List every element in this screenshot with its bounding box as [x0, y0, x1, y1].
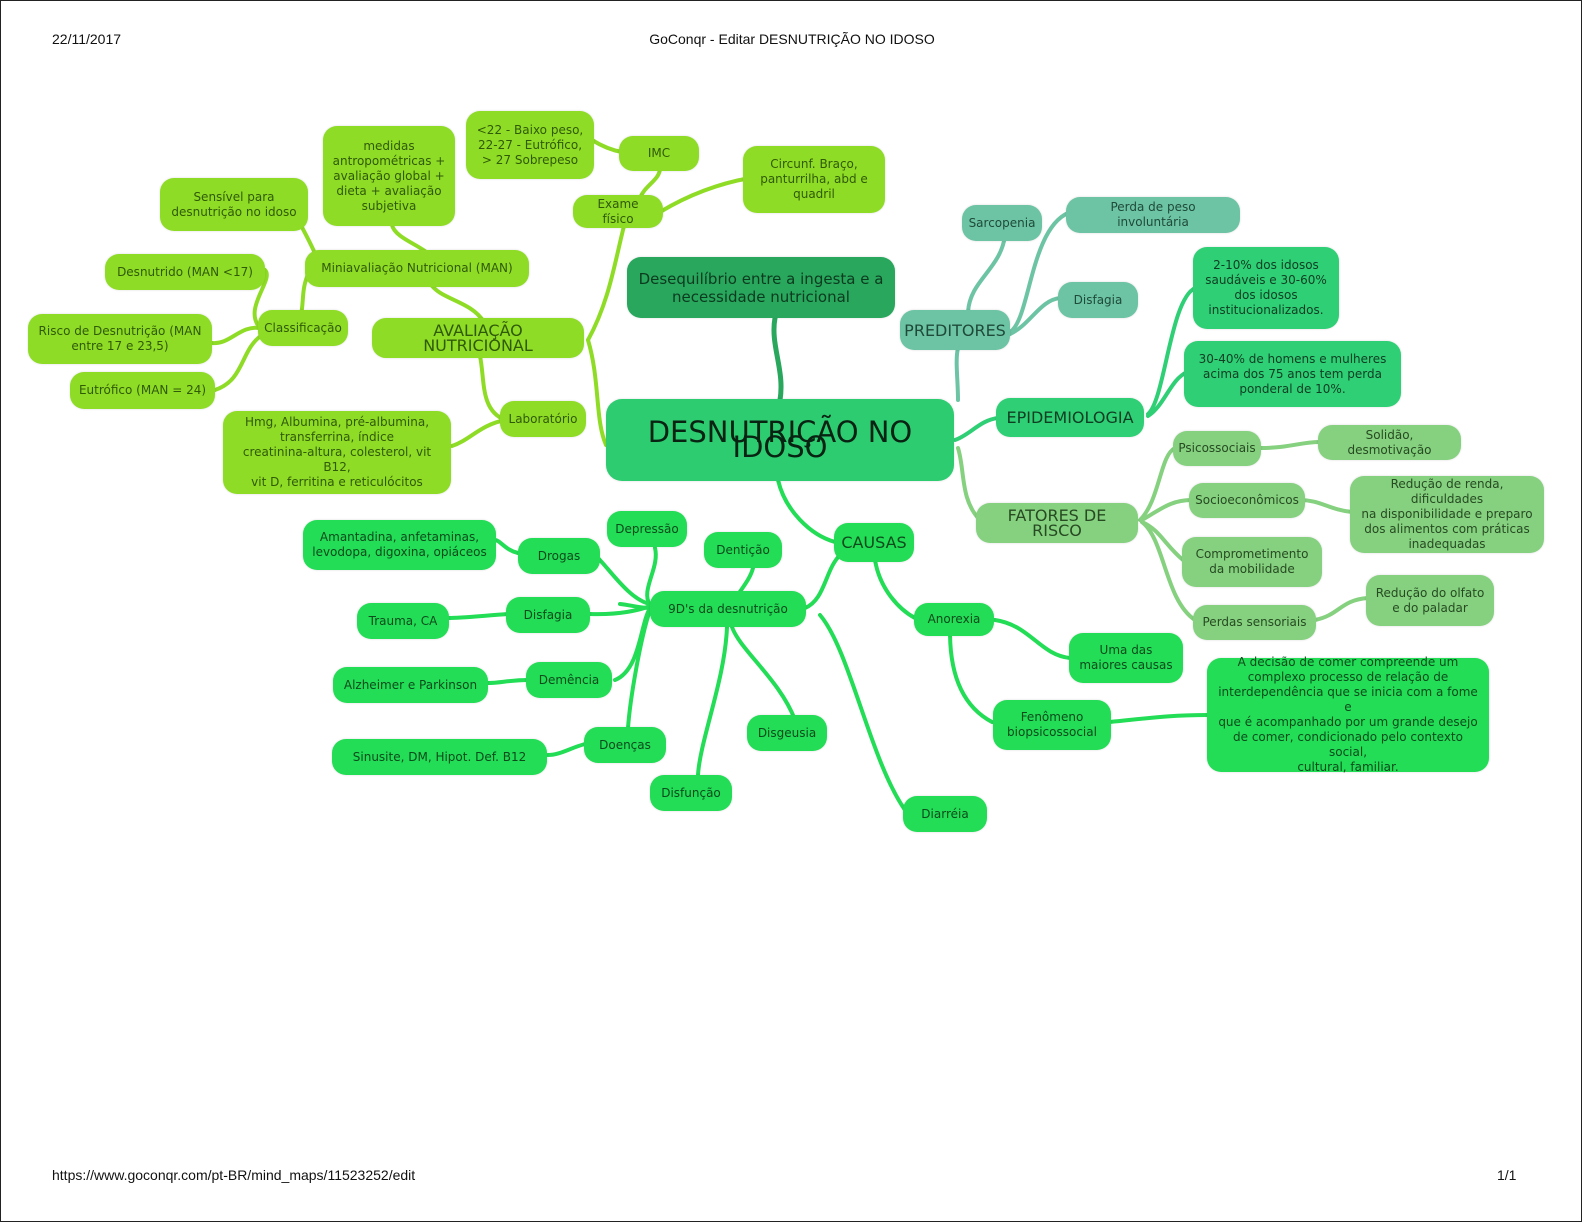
- sarcopenia-node[interactable]: Sarcopenia: [962, 205, 1042, 241]
- fenomeno-desc-node[interactable]: A decisão de comer compreende um complex…: [1207, 655, 1489, 774]
- demencia-node[interactable]: Demência: [526, 662, 612, 698]
- preditores-node[interactable]: PREDITORES: [900, 310, 1010, 350]
- socioeconomicos-node[interactable]: Socioeconômicos: [1189, 483, 1305, 518]
- depressao-node[interactable]: Depressão: [607, 511, 687, 547]
- socioeconomicos-desc-node[interactable]: Redução de renda, dificuldades na dispon…: [1350, 476, 1544, 553]
- disgeusia-node[interactable]: Disgeusia: [747, 715, 827, 751]
- solidao-node[interactable]: Solidão, desmotivação: [1318, 425, 1461, 460]
- drogas-node[interactable]: Drogas: [518, 538, 600, 574]
- denticao-node[interactable]: Dentição: [704, 532, 782, 568]
- exame-fisico-node[interactable]: Exame físico: [573, 195, 663, 228]
- epidemiologia-idosos-node[interactable]: 2-10% dos idosos saudáveis e 30-60% dos …: [1193, 247, 1339, 329]
- man-description-node[interactable]: medidas antropométricas + avaliação glob…: [323, 126, 455, 226]
- perda-peso-node[interactable]: Perda de peso involuntária: [1066, 197, 1240, 233]
- central-topic[interactable]: DESNUTRIÇÃO NO IDOSO: [606, 399, 954, 481]
- eutrofico-node[interactable]: Eutrófico (MAN = 24): [70, 372, 215, 409]
- sensivel-node[interactable]: Sensível para desnutrição no idoso: [160, 178, 308, 231]
- nove-ds-node[interactable]: 9D's da desnutrição: [650, 591, 806, 627]
- page-number: 1/1: [1497, 1167, 1517, 1183]
- anorexia-node[interactable]: Anorexia: [914, 603, 994, 636]
- imc-values-node[interactable]: <22 - Baixo peso, 22-27 - Eutrófico, > 2…: [466, 111, 594, 179]
- psicossociais-node[interactable]: Psicossociais: [1173, 431, 1261, 466]
- olfato-paladar-node[interactable]: Redução do olfato e do paladar: [1366, 575, 1494, 626]
- print-url: https://www.goconqr.com/pt-BR/mind_maps/…: [52, 1167, 416, 1183]
- definition-node[interactable]: Desequilíbrio entre a ingesta e a necess…: [627, 257, 895, 318]
- alzheimer-parkinson-node[interactable]: Alzheimer e Parkinson: [333, 667, 488, 703]
- classificacao-node[interactable]: Classificação: [258, 310, 348, 346]
- imc-node[interactable]: IMC: [619, 136, 699, 171]
- man-node[interactable]: Miniavaliação Nutricional (MAN): [305, 250, 529, 287]
- drogas-desc-node[interactable]: Amantadina, anfetaminas, levodopa, digox…: [303, 520, 496, 570]
- diarreia-node[interactable]: Diarréia: [903, 796, 987, 832]
- mobilidade-node[interactable]: Comprometimento da mobilidade: [1182, 537, 1322, 587]
- fenomeno-biopsicossocial-node[interactable]: Fenômeno biopsicossocial: [993, 700, 1111, 750]
- print-title: GoConqr - Editar DESNUTRIÇÃO NO IDOSO: [649, 31, 935, 47]
- fatores-risco-node[interactable]: FATORES DE RISCO: [976, 503, 1138, 543]
- doencas-desc-node[interactable]: Sinusite, DM, Hipot. Def. B12: [332, 739, 547, 775]
- laboratorio-exames-node[interactable]: Hmg, Albumina, pré-albumina, transferrin…: [223, 411, 451, 494]
- disfuncao-node[interactable]: Disfunção: [650, 775, 732, 811]
- causas-disfagia-node[interactable]: Disfagia: [506, 597, 590, 633]
- laboratorio-node[interactable]: Laboratório: [500, 401, 586, 437]
- trauma-ca-node[interactable]: Trauma, CA: [357, 603, 449, 639]
- circunferencias-node[interactable]: Circunf. Braço, panturrilha, abd e quadr…: [743, 146, 885, 213]
- desnutrido-node[interactable]: Desnutrido (MAN <17): [105, 254, 265, 290]
- maiores-causas-node[interactable]: Uma das maiores causas: [1069, 633, 1183, 683]
- perdas-sensoriais-node[interactable]: Perdas sensoriais: [1193, 605, 1316, 640]
- epidemiologia-homens-mulheres-node[interactable]: 30-40% de homens e mulheres acima dos 75…: [1184, 341, 1401, 407]
- print-date: 22/11/2017: [52, 31, 122, 47]
- causas-node[interactable]: CAUSAS: [834, 523, 914, 562]
- epidemiologia-node[interactable]: EPIDEMIOLOGIA: [996, 398, 1144, 437]
- avaliacao-nutricional-node[interactable]: AVALIAÇÃO NUTRICIONAL: [372, 318, 584, 358]
- preditores-disfagia-node[interactable]: Disfagia: [1058, 282, 1138, 318]
- risco-desnutricao-node[interactable]: Risco de Desnutrição (MAN entre 17 e 23,…: [28, 314, 212, 364]
- doencas-node[interactable]: Doenças: [584, 727, 666, 763]
